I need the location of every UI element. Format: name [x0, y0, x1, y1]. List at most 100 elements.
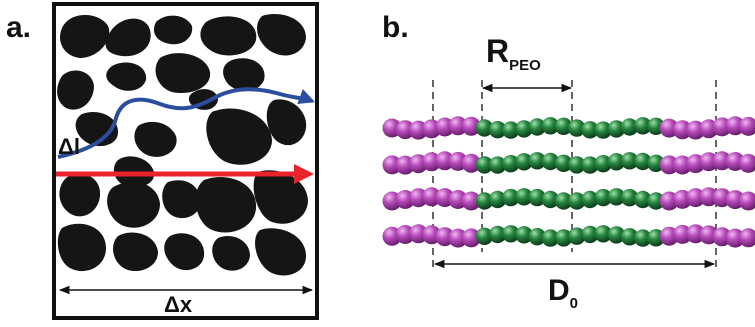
peo-bead: [607, 188, 626, 206]
particle: [105, 18, 151, 57]
peo-bead: [528, 188, 546, 207]
panel-a-label: a.: [6, 11, 31, 44]
particle: [134, 121, 177, 157]
particle-box: Δl: [52, 2, 319, 320]
d0-main: D: [548, 274, 570, 307]
particle: [106, 62, 147, 91]
peo-bead: [554, 192, 573, 210]
d0-label: D0: [548, 274, 578, 312]
peo-bead: [488, 225, 507, 244]
peo-bead: [502, 121, 520, 139]
polymer-chain: [382, 151, 755, 175]
peo-bead: [475, 156, 494, 174]
path-length-label: Δl: [58, 134, 80, 159]
peo-bead: [620, 118, 639, 136]
width-label: Δx: [164, 292, 193, 317]
end-block-bead: [725, 228, 745, 248]
peo-bead: [594, 155, 612, 173]
end-block-bead: [461, 228, 481, 248]
particle: [59, 173, 101, 217]
peo-bead: [607, 120, 626, 138]
particle: [255, 228, 306, 276]
peo-bead: [475, 227, 494, 245]
peo-bead: [594, 225, 612, 243]
peo-bead: [488, 190, 507, 209]
r-peo-label: RPEO: [486, 33, 541, 74]
peo-bead: [554, 117, 573, 135]
peo-bead: [515, 153, 533, 171]
end-block-bead: [738, 228, 755, 248]
peo-bead: [502, 188, 520, 207]
peo-bead: [620, 228, 639, 246]
end-block-bead: [738, 153, 755, 173]
peo-bead: [541, 117, 560, 135]
peo-bead: [634, 117, 652, 135]
particle: [155, 53, 211, 94]
end-block-bead: [382, 155, 402, 175]
peo-bead: [488, 156, 507, 174]
r-peo-subscript: PEO: [509, 57, 541, 74]
end-block-bead: [448, 228, 468, 248]
peo-bead: [528, 228, 546, 246]
peo-bead: [475, 119, 494, 137]
peo-bead: [515, 120, 533, 138]
particle: [164, 233, 205, 271]
peo-bead: [568, 119, 586, 137]
particles: [57, 14, 308, 276]
tortuous-path-arrow: [57, 87, 315, 159]
d0-subscript: 0: [570, 295, 578, 312]
peo-bead: [515, 188, 533, 206]
peo-bead: [647, 192, 665, 210]
peo-bead: [554, 154, 573, 172]
panel-b-label: b.: [382, 11, 409, 44]
particle: [212, 236, 250, 271]
peo-bead: [502, 155, 520, 173]
end-block-bead: [461, 153, 481, 173]
end-block-bead: [738, 116, 755, 136]
end-block-bead: [672, 120, 692, 140]
particle: [223, 58, 265, 92]
end-block-bead: [738, 191, 755, 211]
particle: [162, 180, 201, 219]
particle: [57, 70, 94, 110]
end-block-bead: [395, 120, 415, 140]
polymer-chains: [382, 116, 755, 248]
peo-bead: [541, 190, 560, 209]
peo-bead: [528, 118, 546, 136]
peo-bead: [581, 225, 599, 244]
particle: [107, 181, 160, 228]
peo-bead: [568, 192, 586, 210]
peo-bead: [515, 226, 533, 244]
peo-bead: [541, 152, 560, 171]
particle: [195, 177, 257, 233]
particle: [206, 108, 272, 165]
polymer-chain: [382, 224, 755, 248]
particle: [60, 15, 110, 58]
particle: [75, 112, 118, 147]
peo-bead: [475, 192, 494, 210]
polymer-chain: [382, 116, 755, 140]
peo-bead: [488, 121, 507, 139]
peo-bead: [594, 188, 612, 207]
particle: [200, 16, 257, 56]
peo-bead: [568, 156, 586, 174]
peo-bead: [634, 152, 652, 171]
peo-bead: [581, 190, 599, 209]
peo-bead: [607, 226, 626, 244]
peo-bead: [554, 229, 573, 247]
particle: [57, 223, 106, 272]
peo-bead: [620, 152, 639, 170]
peo-bead: [634, 190, 652, 209]
peo-bead: [502, 225, 520, 243]
end-block-bead: [461, 116, 481, 136]
particle: [153, 15, 193, 45]
r-peo-main: R: [486, 33, 509, 69]
end-block-bead: [659, 155, 679, 175]
polymer-chain: [382, 187, 755, 211]
particle: [113, 232, 158, 272]
end-block-bead: [461, 191, 481, 211]
particle: [257, 14, 306, 56]
peo-bead: [594, 121, 612, 139]
peo-bead: [607, 153, 626, 171]
